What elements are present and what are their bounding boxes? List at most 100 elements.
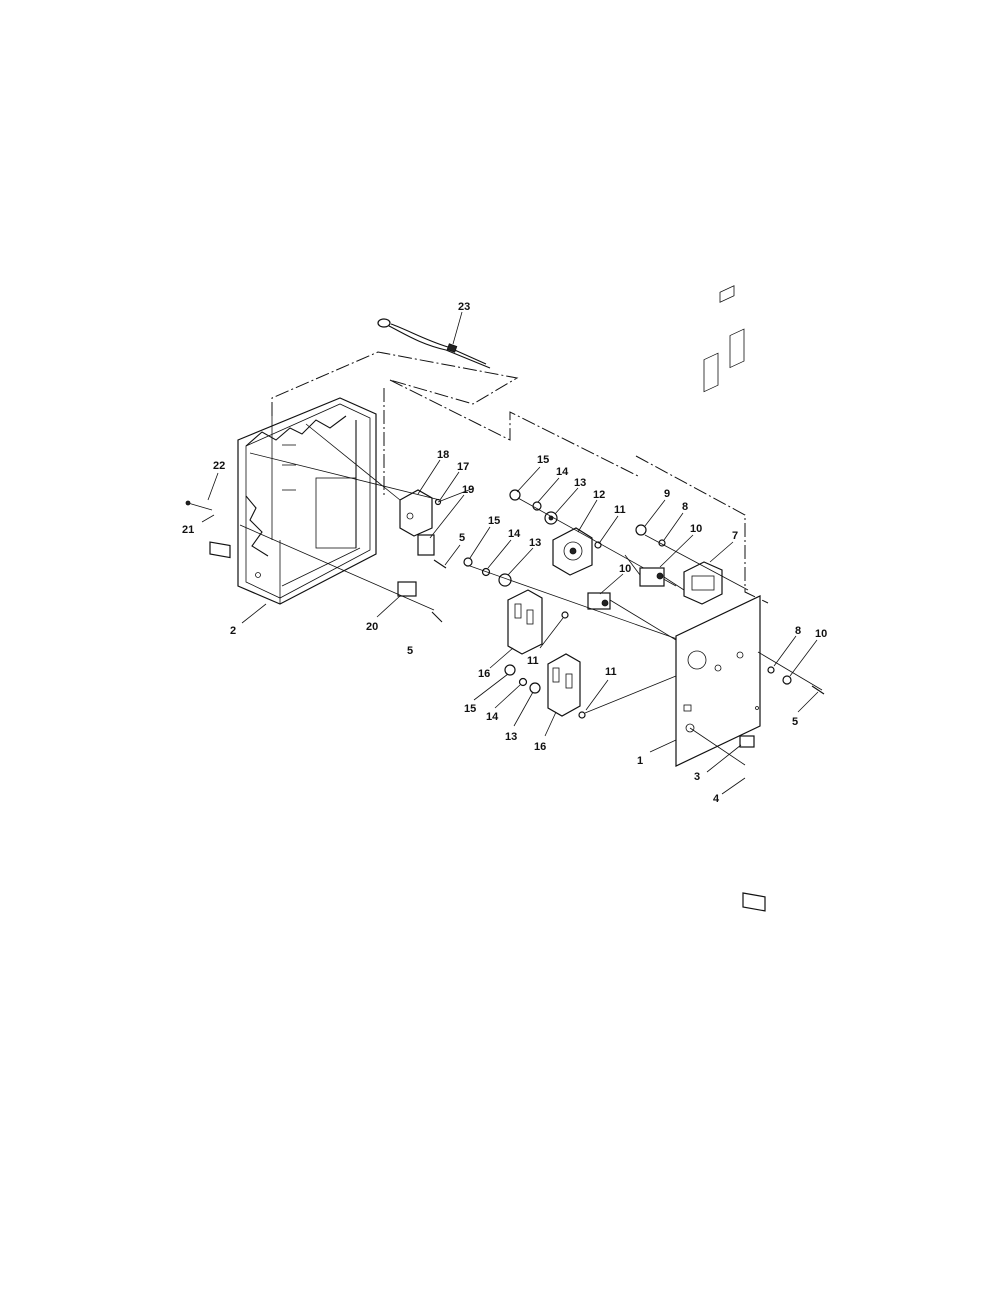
leader-5-upper	[444, 544, 461, 566]
leader-13-lower	[513, 691, 534, 727]
alignment-line-3	[305, 423, 401, 501]
cable-grommet	[446, 343, 458, 353]
alignment-line-7	[663, 576, 685, 591]
leader-16-upper	[489, 647, 514, 669]
lockwasher-14-lower	[518, 677, 528, 687]
callout-23: 23	[458, 301, 470, 313]
housing-panel	[237, 397, 377, 605]
receptacle-12-face	[563, 541, 583, 561]
cable-assembly	[377, 318, 491, 369]
outlet-16u-a	[514, 603, 522, 619]
callout-8-lower: 8	[795, 625, 801, 637]
relay-20	[397, 581, 417, 597]
nut-11-lower	[578, 711, 586, 719]
boundary-upper-right	[389, 379, 639, 477]
callout-1: 1	[637, 755, 643, 767]
alignment-line-lower	[584, 675, 677, 714]
alignment-line-1	[249, 452, 441, 501]
right-upper-components	[624, 524, 749, 605]
callout-8-upper: 8	[682, 501, 688, 513]
callout-15-middle: 15	[488, 515, 500, 527]
screw-22-head	[185, 500, 191, 506]
screw-5-left	[431, 611, 443, 623]
leader-13-upper	[554, 487, 579, 515]
panel-small-hole-2	[736, 651, 744, 659]
leader-14-lower	[494, 684, 521, 709]
cable-wire	[388, 325, 491, 369]
nut-15-middle	[463, 557, 473, 567]
leader-8-upper	[663, 512, 684, 541]
alignment-line-switch	[689, 727, 746, 766]
boundary-right	[635, 455, 769, 604]
switch-19	[417, 534, 435, 556]
alignment-line-middle	[469, 565, 681, 641]
leader-15-lower	[473, 673, 509, 701]
callout-7: 7	[732, 530, 738, 542]
duplex-receptacle-16-upper	[507, 589, 543, 655]
callout-13-lower: 13	[505, 731, 517, 743]
callout-10-upper: 10	[690, 523, 702, 535]
leader-23	[452, 311, 463, 345]
callout-labels: 23 22 21 18 17 19 15 14 13 12 11 9 8 10 …	[182, 301, 827, 805]
callout-14-upper: 14	[556, 466, 569, 478]
receptacle-7	[683, 561, 723, 605]
leader-19	[429, 494, 465, 539]
front-panel-plate	[675, 595, 761, 767]
terminal-block-21	[209, 541, 231, 559]
housing-bottom-rail	[281, 547, 361, 587]
duplex-receptacle-16-lower	[547, 653, 581, 717]
callout-15-upper: 15	[537, 454, 549, 466]
middle-components	[463, 489, 681, 719]
callout-10-middle: 10	[619, 563, 631, 575]
leader-14-middle	[487, 539, 512, 569]
leader-1	[649, 739, 677, 753]
panel-duplex-opening-2	[729, 328, 745, 369]
callout-4: 4	[713, 793, 720, 805]
boundary-top	[271, 351, 519, 416]
leader-9	[644, 499, 666, 527]
leader-21	[201, 514, 215, 523]
callout-2: 2	[230, 625, 236, 637]
washer-13-lower	[529, 682, 541, 694]
bracket-18	[399, 489, 433, 537]
panel-lower-hole	[685, 723, 695, 733]
alignment-line-10	[624, 554, 641, 576]
nut-15-upper	[509, 489, 521, 501]
callout-17: 17	[457, 461, 469, 473]
callout-3: 3	[694, 771, 700, 783]
callout-14-middle: 14	[508, 528, 521, 540]
callout-16-upper: 16	[478, 668, 490, 680]
callout-14-lower: 14	[486, 711, 499, 723]
callout-12: 12	[593, 489, 605, 501]
leader-20	[376, 595, 401, 618]
leader-14-upper	[537, 477, 560, 503]
leader-18	[417, 459, 441, 495]
leader-8-lower	[773, 635, 797, 667]
callout-11-upper: 11	[614, 504, 626, 516]
callout-10-lower: 10	[815, 628, 827, 640]
leader-lines	[201, 311, 819, 795]
housing-cutaway-left	[245, 495, 269, 557]
cable-wire-2	[390, 323, 487, 365]
callout-5-right: 5	[792, 716, 798, 728]
leader-15-middle	[469, 526, 491, 559]
receptacle-7-face	[691, 575, 715, 591]
leader-11-upper	[599, 515, 619, 543]
leader-line-17-19	[437, 487, 475, 503]
leader-15-upper	[516, 466, 541, 493]
right-lower-components	[689, 651, 825, 912]
screw-5-upper	[433, 559, 447, 569]
outlet-16l-a	[552, 667, 560, 683]
breaker-10-upper-button	[656, 572, 664, 580]
washer-8-lower	[767, 666, 775, 674]
panel-switch-opening	[683, 704, 692, 712]
leader-12	[577, 499, 598, 533]
callout-5-left: 5	[407, 645, 413, 657]
housing-cutaway-edge	[245, 415, 347, 447]
leader-13-middle	[507, 547, 534, 576]
alignment-line-2	[239, 524, 435, 611]
outlet-16l-b	[565, 673, 573, 689]
receptacle-12-center	[569, 547, 577, 555]
leader-10-middle	[599, 573, 624, 595]
